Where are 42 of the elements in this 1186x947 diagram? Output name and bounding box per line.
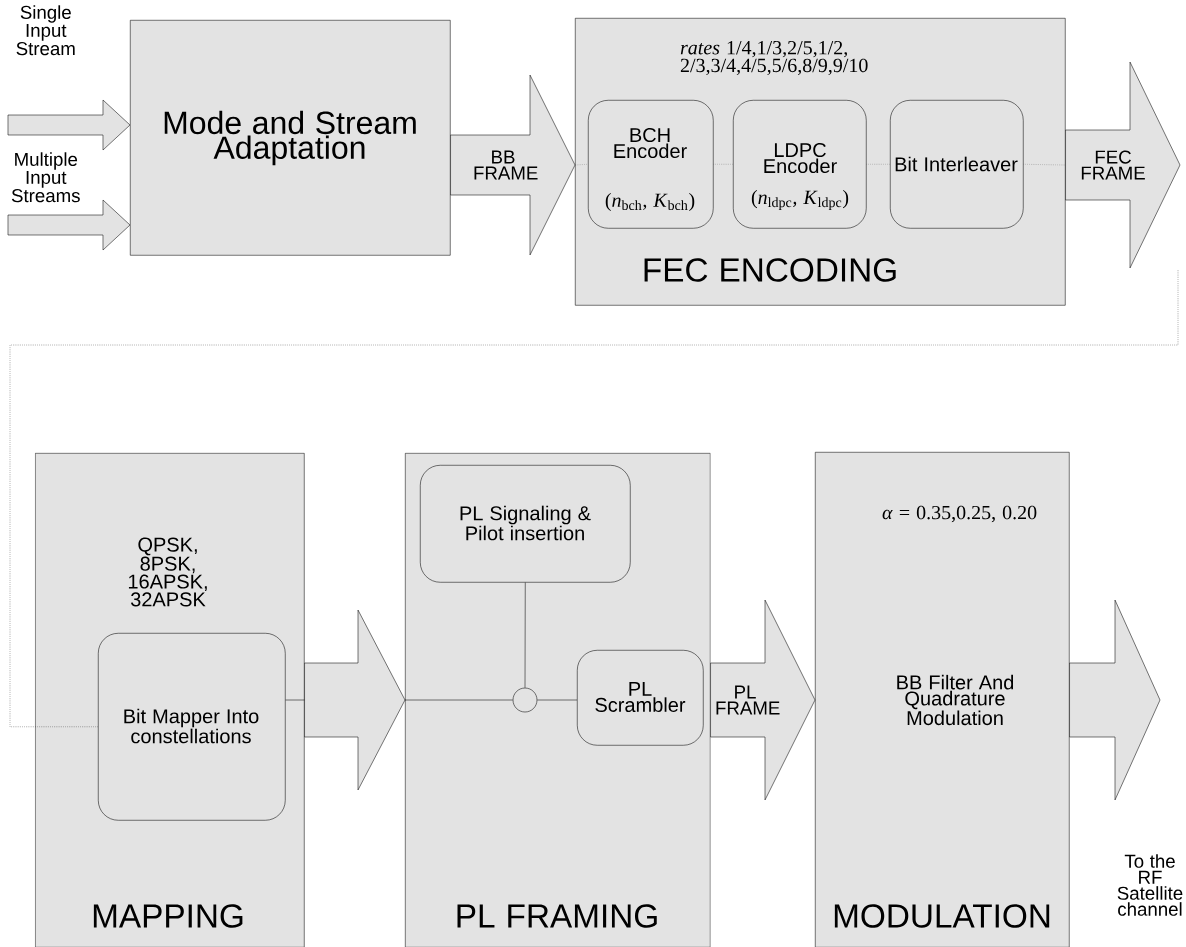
block-title: MAPPING [93,904,243,928]
scrambler-box [577,650,704,746]
block-title: Mode and Stream Adaptation [164,110,416,166]
signaling-box [420,465,631,583]
box-label: LDPC Encoder [764,142,837,174]
process-block [130,20,451,256]
input-label: Single Input Stream [16,5,75,56]
modulation-list: QPSK, 8PSK, 16APSK, 32APSK [128,537,207,607]
box-label: PL Signaling & Pilot insertion [460,505,591,541]
block-arrow [710,599,816,801]
junction-circle [512,687,538,713]
encoder-box [588,100,714,229]
connector-line [524,582,526,688]
block-arrow [7,99,131,151]
edge-label: FEC FRAME [1081,150,1145,180]
block-title: FEC ENCODING [644,258,896,282]
note-text: To the RF Satellite channel [1117,854,1183,916]
connector-line [537,699,578,701]
encoder-box [733,100,867,229]
box-label: BB Filter And Quadrature Modulation [897,674,1014,726]
connector-line [9,269,1179,728]
edge-label: BB FRAME [474,150,538,180]
box-label: PL Scrambler [595,682,686,712]
parameter-label: (n$_{ldpc}$, K$_{ldpc}$) [751,190,849,210]
block-arrow [304,609,406,791]
mapper-box [98,633,286,821]
block-arrow [7,199,131,251]
rolloff-values: α = 0.35,0.25, 0.20 [882,505,1037,523]
process-block [815,452,1070,947]
box-label: Bit Mapper Into constellations [124,708,259,744]
edge-label: PL FRAME [716,685,780,715]
block-arrow [1065,61,1181,269]
rate-list: rates 1/4,1/3,2/5,1/2, 2/3,3/4,4/5,5/6,8/9,9/10 [680,41,868,75]
box-label: Bit Interleaver [895,156,1018,172]
interleaver-box [890,100,1024,229]
parameter-label: (n$_{bch}$, K$_{bch}$) [605,192,695,212]
block-title: MODULATION [834,904,1050,928]
input-label: Multiple Input Streams [11,152,80,203]
block-arrow [1069,599,1161,801]
box-label: BCH Encoder [614,127,687,159]
block-title: PL FRAMING [457,904,657,928]
block-arrow [450,74,576,256]
